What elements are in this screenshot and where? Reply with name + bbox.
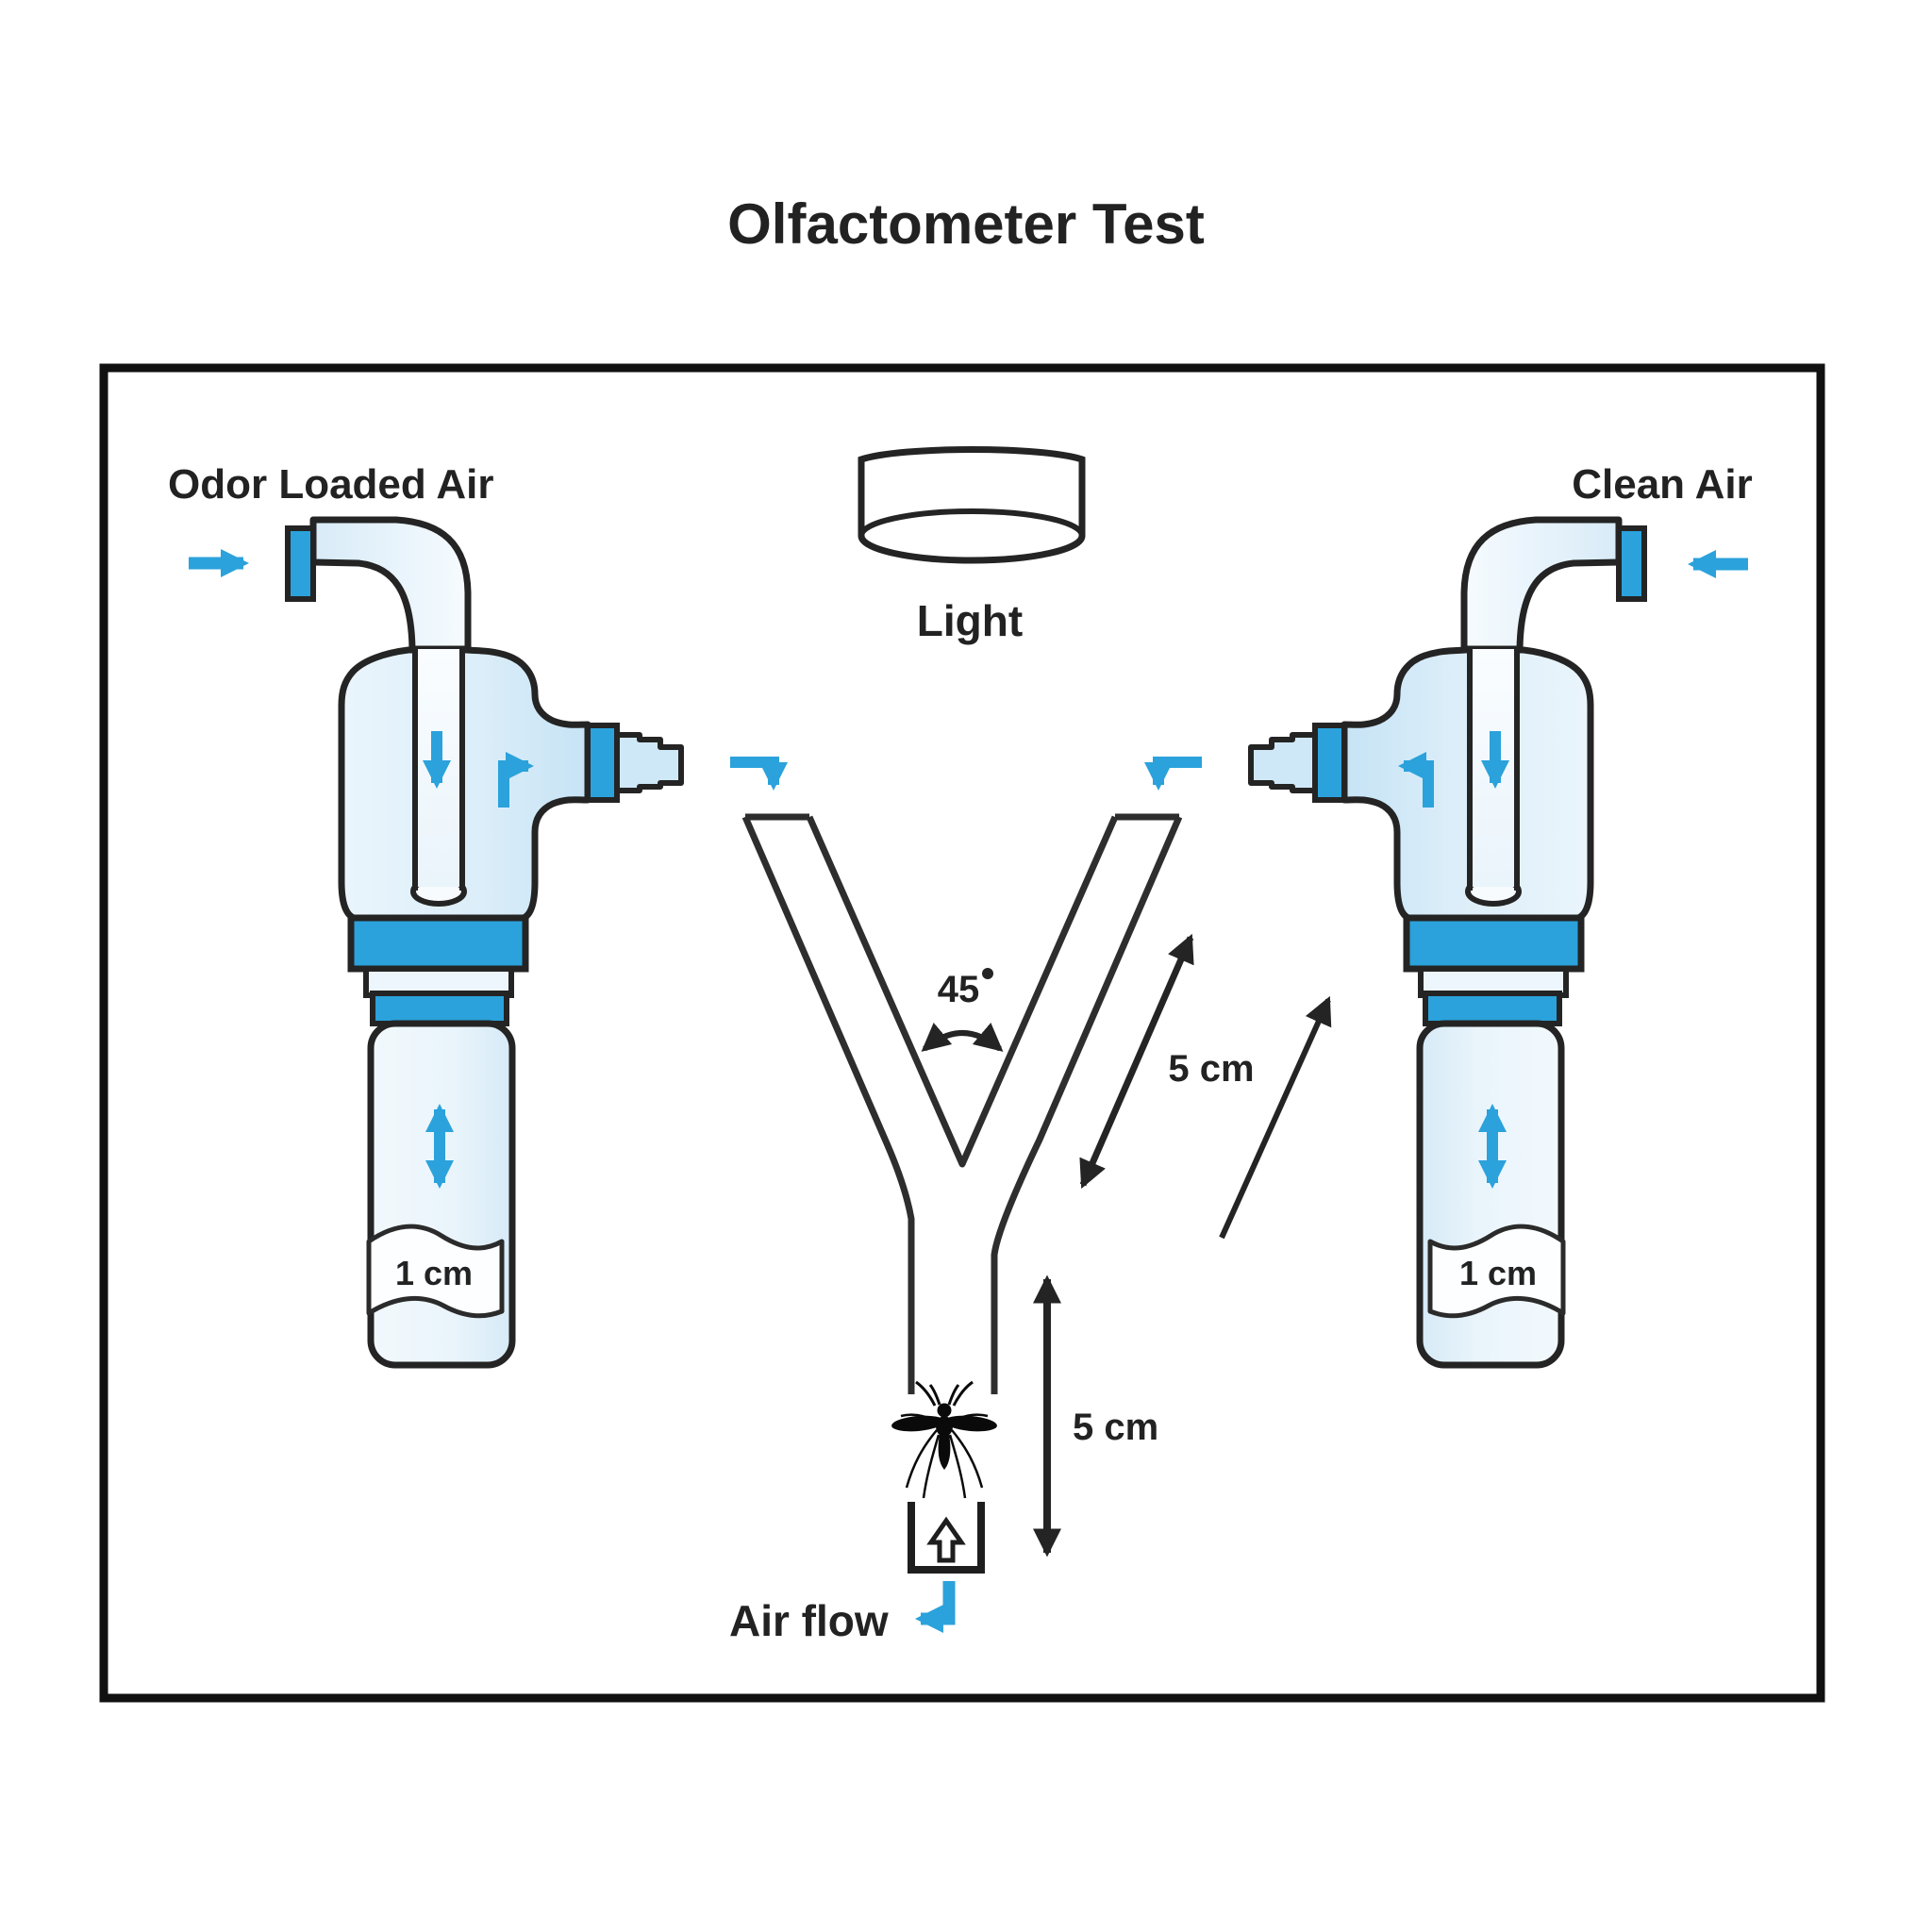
degree-dot-icon xyxy=(982,968,993,979)
airflow-direction-arrow xyxy=(915,1581,956,1633)
choice-direction-arrow xyxy=(1219,995,1332,1240)
y-tube-inner-v xyxy=(806,815,1119,1168)
arm-length-arrow xyxy=(1079,933,1194,1190)
y-tube-left-outline xyxy=(741,815,915,1394)
right-reservoir-depth-label: 1 cm xyxy=(1459,1254,1537,1292)
y-tube-right-outline xyxy=(991,815,1183,1394)
left-odor-trap xyxy=(288,520,681,1365)
arm-length-label: 5 cm xyxy=(1168,1048,1254,1090)
left-reservoir-depth-label: 1 cm xyxy=(395,1254,473,1292)
stem-length-label: 5 cm xyxy=(1073,1407,1158,1448)
odor-loaded-air-label: Odor Loaded Air xyxy=(168,461,494,508)
airflow-label: Air flow xyxy=(729,1596,889,1645)
release-up-arrow-icon xyxy=(926,1516,966,1563)
light-cylinder xyxy=(858,446,1086,564)
right-clean-air-trap xyxy=(1251,520,1644,1365)
diagram-frame xyxy=(99,363,1825,1703)
branch-angle-value: 45 xyxy=(938,969,980,1010)
y-tube xyxy=(741,813,1183,1394)
clean-air-label: Clean Air xyxy=(1572,461,1753,508)
right-arm-inflow-arrow xyxy=(1144,757,1202,791)
page-title: Olfactometer Test xyxy=(727,192,1205,256)
light-label: Light xyxy=(917,596,1023,645)
angle-arc-arrow xyxy=(921,1023,1004,1052)
mosquito-icon xyxy=(891,1380,997,1499)
left-arm-inflow-arrow xyxy=(730,757,788,791)
